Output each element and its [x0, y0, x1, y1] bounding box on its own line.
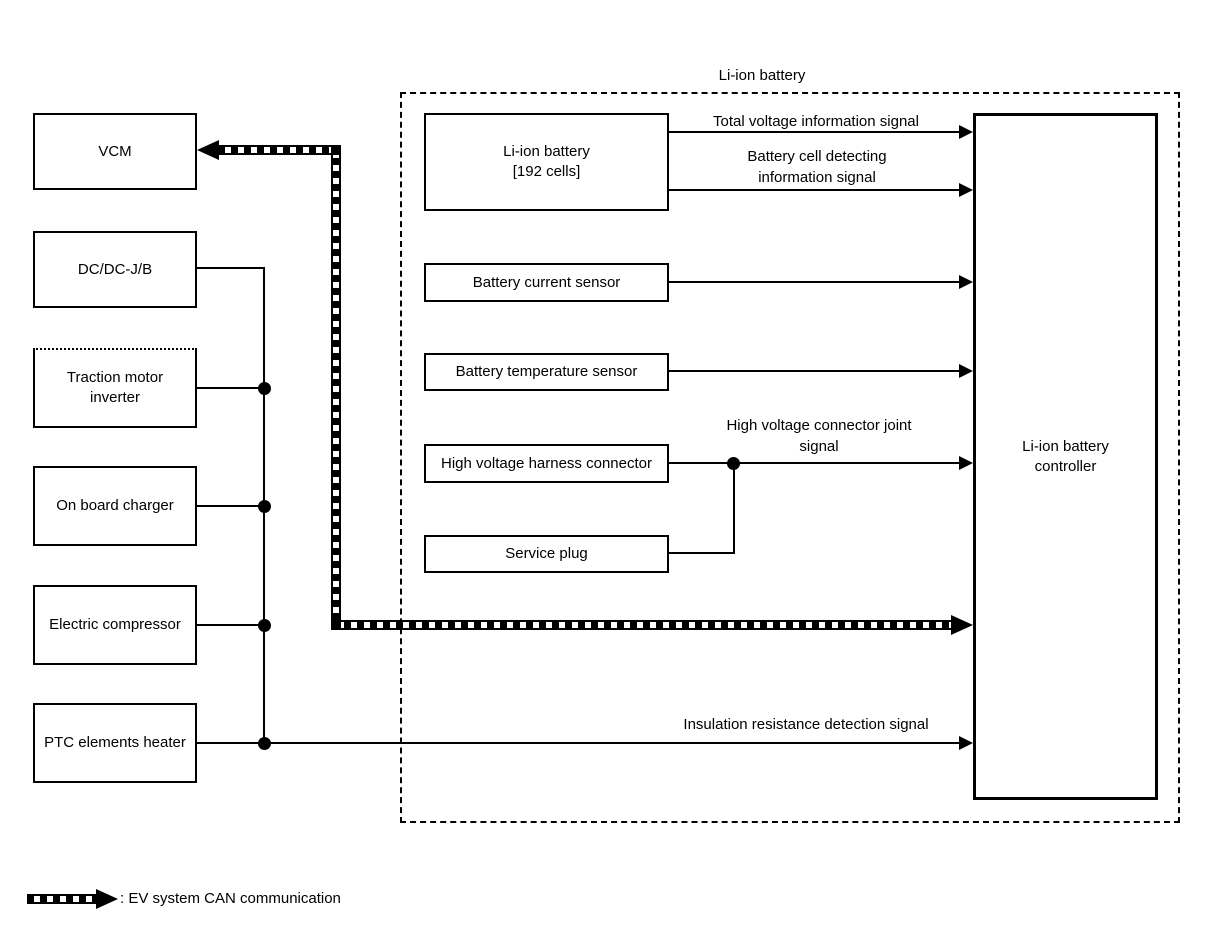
line-dcdc-stub	[197, 267, 265, 269]
signal-insulation-label: Insulation resistance detection signal	[683, 716, 929, 733]
node-battery-current-sensor: Battery current sensor	[424, 263, 669, 302]
line-charger-stub	[196, 505, 264, 507]
node-dcdc-jb-label: DC/DC-J/B	[77, 260, 153, 278]
legend-can-arrowhead	[96, 889, 118, 909]
node-vcm: VCM	[33, 113, 197, 190]
node-service-plug: Service plug	[424, 535, 669, 573]
node-electric-compressor: Electric compressor	[33, 585, 197, 665]
node-traction-motor-inverter: Traction motor inverter	[33, 348, 197, 428]
node-liion-battery-controller-label: Li-ion battery controller	[1022, 437, 1109, 475]
junction-dot-charger	[258, 500, 271, 513]
can-line-vertical	[331, 145, 341, 630]
junction-dot-compressor	[258, 619, 271, 632]
node-liion-pack-label-line2: [192 cells]	[512, 163, 581, 180]
node-liion-battery-controller: Li-ion battery controller	[973, 113, 1158, 800]
node-battery-current-sensor-label: Battery current sensor	[472, 273, 621, 291]
node-liion-pack-label-line1: Li-ion battery	[503, 143, 590, 160]
can-arrowhead-vcm	[197, 140, 219, 160]
line-service-plug	[669, 552, 735, 554]
arrowhead-cell-detect	[959, 183, 973, 197]
node-ptc-elements-heater-label: PTC elements heater	[44, 734, 186, 751]
can-line-bottom	[331, 620, 951, 630]
node-liion-pack: Li-ion battery [192 cells]	[424, 113, 669, 211]
can-corner-bottom	[331, 620, 341, 630]
node-hv-harness-connector-label: High voltage harness connector	[441, 454, 652, 472]
node-dcdc-jb: DC/DC-J/B	[33, 231, 197, 308]
line-temperature-sensor	[669, 370, 961, 372]
node-service-plug-label: Service plug	[505, 545, 588, 562]
line-hv-joint	[669, 462, 961, 464]
junction-dot-ptc	[258, 737, 271, 750]
arrowhead-insulation	[959, 736, 973, 750]
signal-hv-joint-label: High voltage connector joint signal	[726, 417, 912, 455]
can-arrowhead-controller	[951, 615, 973, 635]
node-vcm-label: VCM	[98, 142, 132, 160]
arrowhead-current-sensor	[959, 275, 973, 289]
line-traction-stub	[196, 387, 264, 389]
can-corner-top	[331, 145, 341, 155]
can-line-top	[218, 145, 341, 155]
line-compressor-stub	[196, 624, 264, 626]
signal-total-voltage-label: Total voltage information signal	[713, 113, 919, 130]
line-service-plug-riser	[733, 463, 735, 554]
arrowhead-hv-joint	[959, 456, 973, 470]
node-battery-temperature-sensor-label: Battery temperature sensor	[455, 363, 638, 380]
node-on-board-charger: On board charger	[33, 466, 197, 546]
line-cell-detect	[669, 189, 961, 191]
line-current-sensor	[669, 281, 961, 283]
node-hv-harness-connector: High voltage harness connector	[424, 444, 669, 483]
arrowhead-temperature-sensor	[959, 364, 973, 378]
node-liion-pack-label: Li-ion battery [192 cells]	[503, 142, 590, 182]
battery-group-title: Li-ion battery	[718, 67, 806, 84]
node-electric-compressor-label: Electric compressor	[49, 616, 181, 633]
arrowhead-total-voltage	[959, 125, 973, 139]
node-on-board-charger-label: On board charger	[56, 497, 174, 514]
signal-cell-detect-label: Battery cell detecting information signa…	[747, 148, 887, 186]
legend-can-line	[27, 894, 97, 904]
node-ptc-elements-heater: PTC elements heater	[33, 703, 197, 783]
node-battery-temperature-sensor: Battery temperature sensor	[424, 353, 669, 391]
junction-dot-traction	[258, 382, 271, 395]
legend-can-label: : EV system CAN communication	[120, 890, 341, 907]
line-insulation	[197, 742, 961, 744]
battery-group-outline	[400, 92, 1180, 823]
node-traction-motor-inverter-label: Traction motor inverter	[66, 369, 164, 406]
line-total-voltage	[669, 131, 961, 133]
